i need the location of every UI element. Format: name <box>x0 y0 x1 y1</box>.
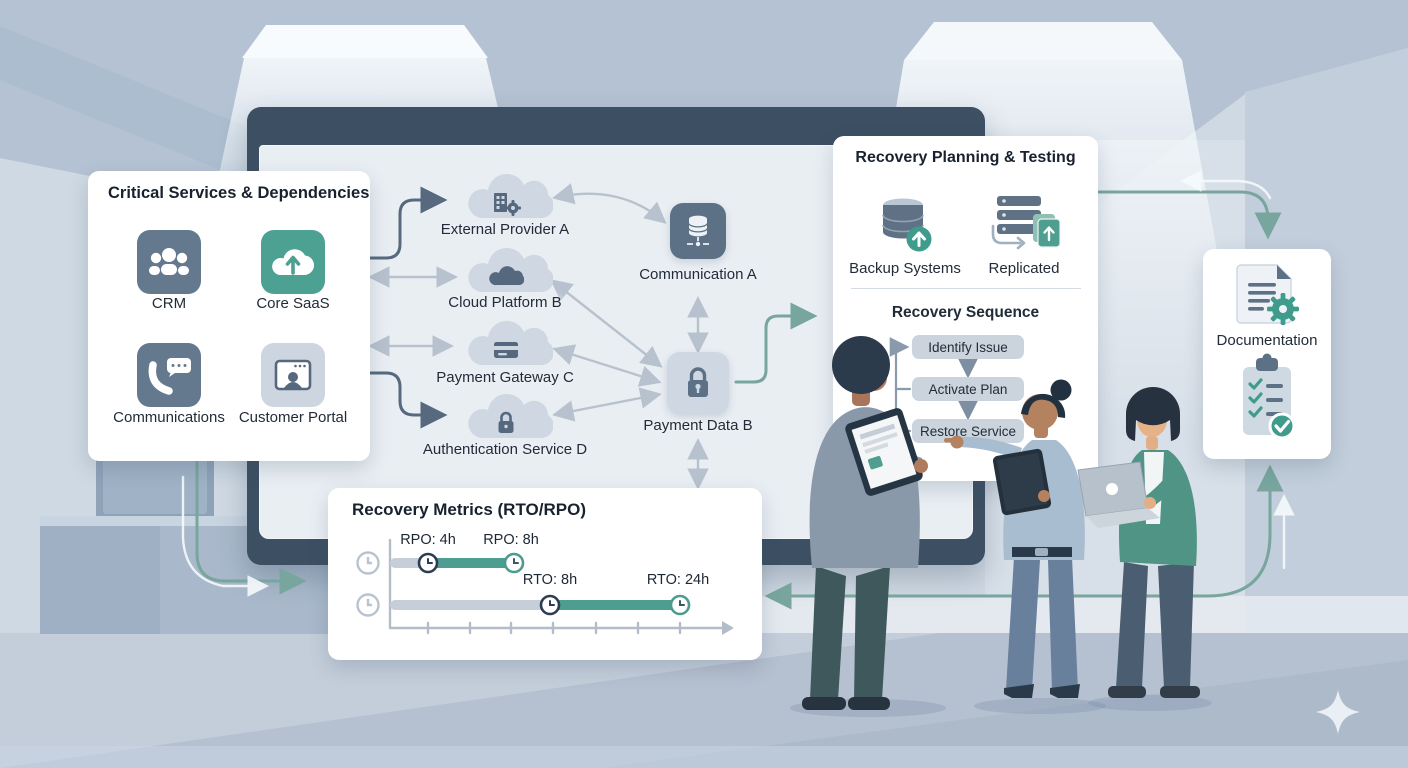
database-backup-icon <box>869 188 941 260</box>
card-title: Recovery Metrics (RTO/RPO) <box>352 500 586 519</box>
card-title: Critical Services & Dependencies <box>108 184 370 202</box>
rpo-start-handle[interactable] <box>416 551 440 575</box>
service-label: CRM <box>151 295 187 312</box>
node-authentication-service <box>459 391 553 449</box>
node-cloud-platform <box>459 245 553 303</box>
light-fixture-right <box>904 22 1182 60</box>
flow-node-label: Authentication Service D <box>422 441 588 458</box>
crm-people-icon <box>137 230 201 294</box>
clock-icon <box>356 551 380 617</box>
cloud-icon <box>488 264 524 290</box>
flow-node-label: Communication A <box>639 266 757 283</box>
building-gear-icon <box>489 187 523 219</box>
desk-monitor <box>40 446 350 634</box>
flow-node-label: External Provider A <box>440 221 570 238</box>
rto-end-handle[interactable] <box>668 593 692 617</box>
database-icon <box>687 215 709 247</box>
rpo-end-label: RPO: 8h <box>483 532 539 548</box>
flow-node-label: Payment Data B <box>643 417 753 434</box>
node-communication-a <box>670 203 726 259</box>
cloud-upload-icon <box>261 230 325 294</box>
divider <box>851 288 1081 289</box>
sequence-title: Recovery Sequence <box>891 304 1040 321</box>
node-payment-data-b <box>667 352 729 414</box>
service-label: Core SaaS <box>256 295 330 312</box>
rpo-start-label: RPO: 4h <box>400 532 456 548</box>
light-fixture-left <box>242 25 488 58</box>
metrics-axes <box>356 538 734 635</box>
rto-track <box>390 600 685 610</box>
recovery-metrics-card: Recovery Metrics (RTO/RPO) RPO: 4h RPO: … <box>328 488 762 660</box>
planning-item-label: Backup Systems <box>849 260 961 277</box>
phone-chat-icon <box>137 343 201 407</box>
clipboard-check-icon <box>1232 353 1302 449</box>
browser-user-icon <box>261 343 325 407</box>
recovery-planning-card: Recovery Planning & Testing <box>833 136 1098 481</box>
node-external-provider <box>459 171 553 229</box>
credit-card-icon <box>491 339 521 361</box>
service-label: Customer Portal <box>238 409 348 426</box>
lock-icon <box>493 410 519 436</box>
lock-icon <box>688 367 708 397</box>
document-gear-icon <box>1231 259 1303 331</box>
rto-start-handle[interactable] <box>538 593 562 617</box>
service-label: Communications <box>113 409 225 426</box>
planning-item-label: Replicated <box>988 260 1060 277</box>
sequence-step-restore-service[interactable]: Restore Service <box>912 419 1024 443</box>
documentation-card: Documentation <box>1203 249 1331 459</box>
node-payment-gateway <box>459 318 553 376</box>
rpo-end-handle[interactable] <box>502 551 526 575</box>
documentation-label: Documentation <box>1216 332 1318 349</box>
sequence-step-activate-plan[interactable]: Activate Plan <box>912 377 1024 401</box>
rto-end-label: RTO: 24h <box>646 572 710 588</box>
sequence-step-identify-issue[interactable]: Identify Issue <box>912 335 1024 359</box>
card-title: Recovery Planning & Testing <box>855 149 1076 166</box>
sparkle-icon <box>1316 690 1360 734</box>
rto-fill <box>548 600 685 610</box>
flow-node-label: Payment Gateway C <box>436 369 574 386</box>
flow-node-label: Cloud Platform B <box>448 294 562 311</box>
rto-start-label: RTO: 8h <box>522 572 578 588</box>
rpo-fill <box>426 558 520 568</box>
critical-services-card: Critical Services & Dependencies CRM Cor… <box>88 171 370 461</box>
server-replicate-icon <box>986 188 1064 260</box>
